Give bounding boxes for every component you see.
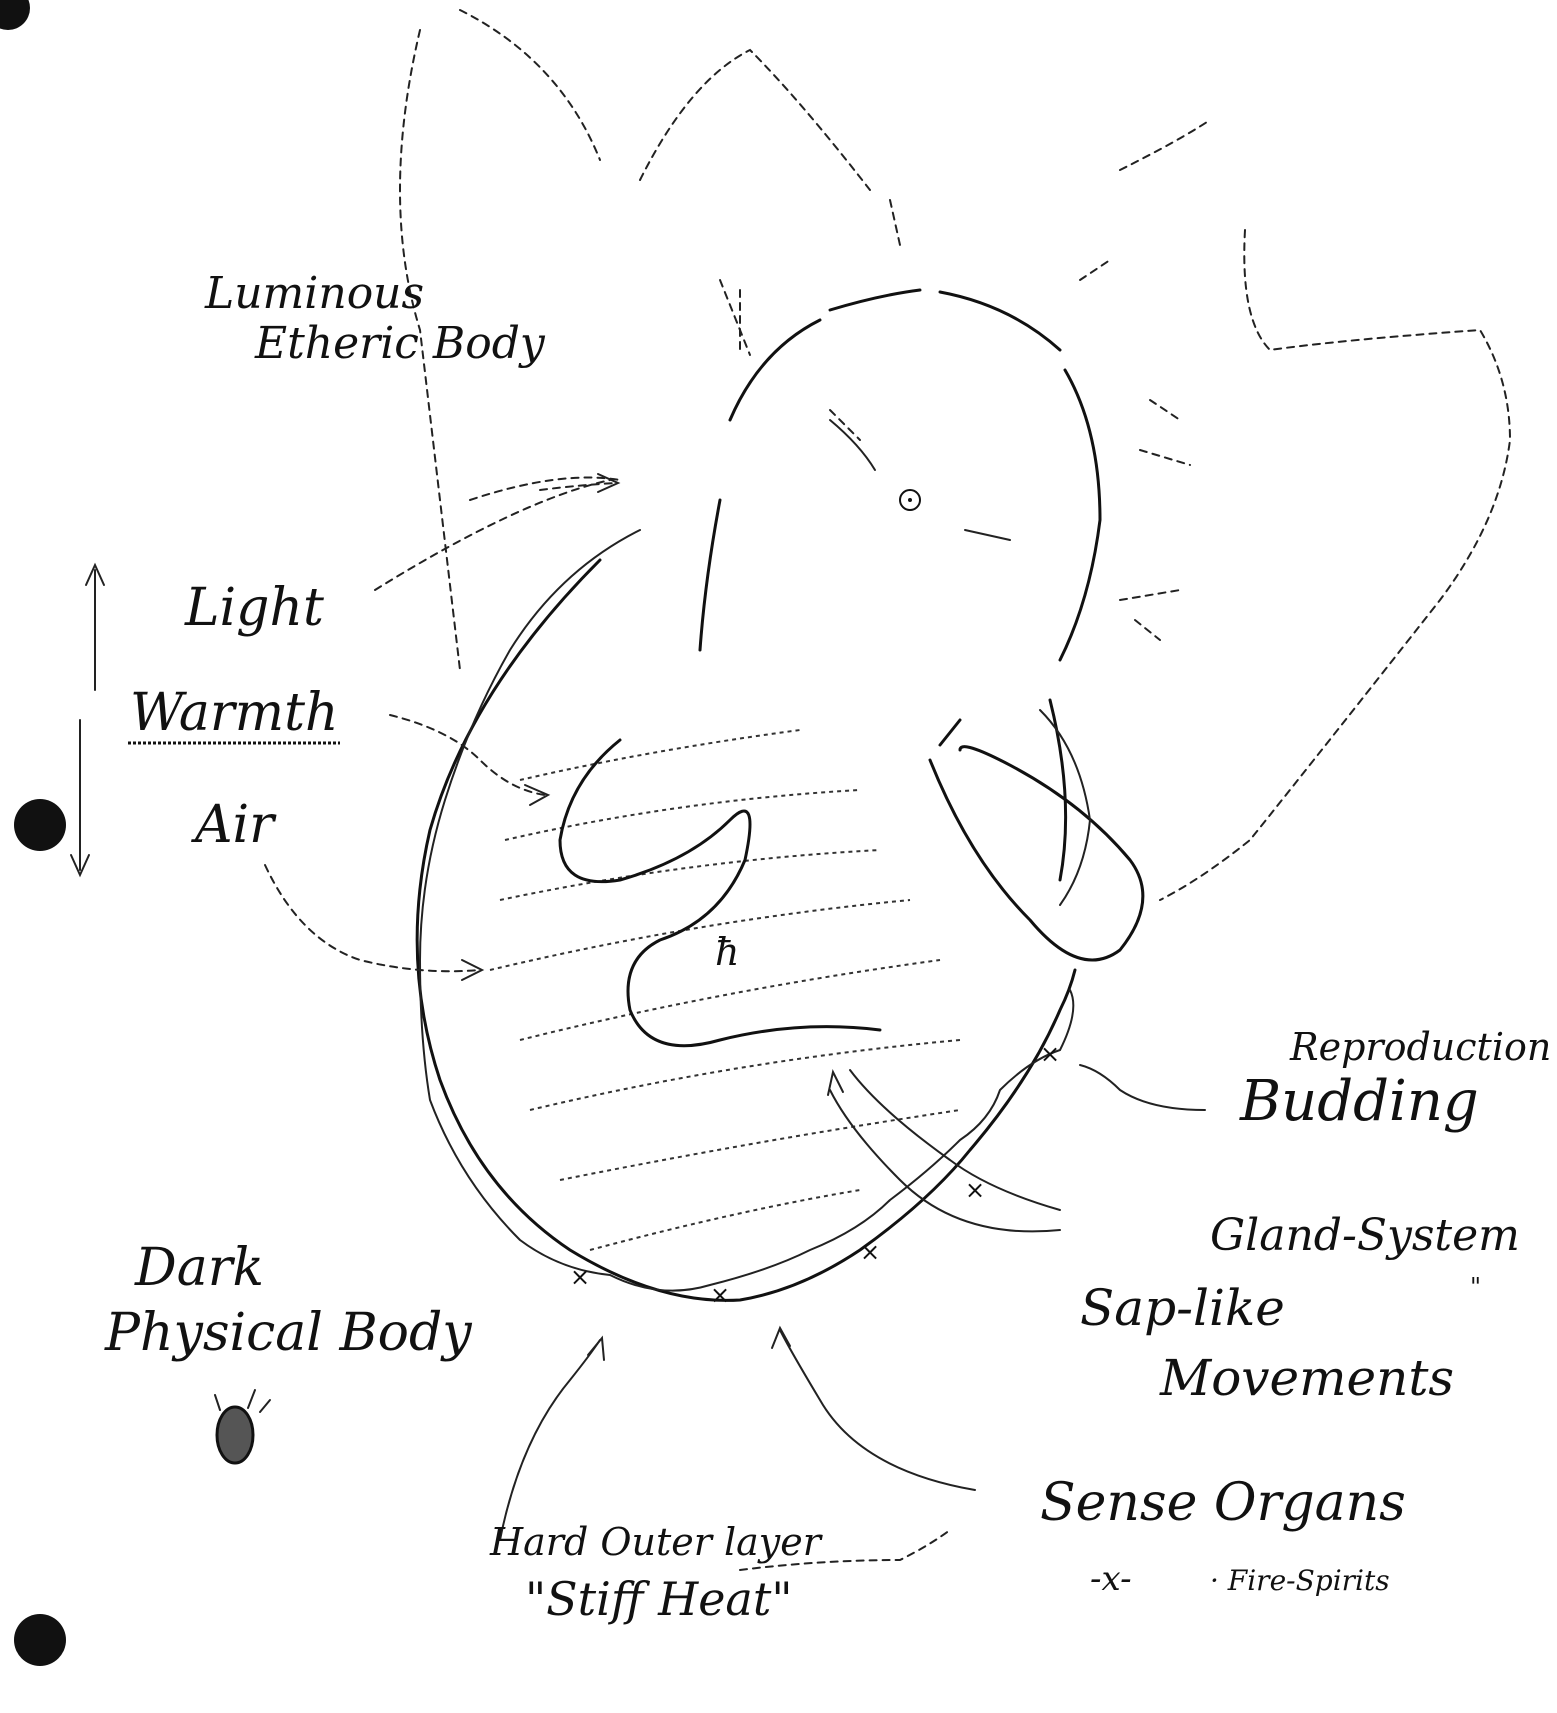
svg-text:×: ×	[570, 1263, 590, 1291]
label-stiff-heat: "Stiff Heat"	[525, 1572, 793, 1626]
label-luminous: Luminous	[204, 268, 424, 319]
sense-arrow	[780, 1330, 975, 1490]
binder-hole-bottom	[14, 1614, 66, 1666]
label-ditto: "	[1470, 1273, 1481, 1301]
saturn-symbol: ħ	[715, 930, 739, 974]
upper-body-outline	[700, 290, 1143, 960]
label-warmth: Warmth	[130, 683, 338, 743]
label-reproduction: Reproduction	[1289, 1025, 1551, 1069]
label-hard-outer-layer: Hard Outer layer	[489, 1520, 824, 1564]
hatching	[490, 730, 960, 1250]
label-sap-like: Sap-like	[1080, 1279, 1285, 1337]
label-budding: Budding	[1239, 1069, 1479, 1134]
budding-arrow	[1080, 1065, 1205, 1110]
label-sense-organs: Sense Organs	[1040, 1473, 1406, 1533]
air-arrow	[265, 865, 480, 971]
sense-organ-marks: × × × × ×	[570, 1040, 1060, 1309]
warmth-arrow	[390, 715, 545, 795]
svg-text:×: ×	[710, 1281, 730, 1309]
binder-holes	[0, 0, 66, 1666]
dark-body-sketch	[215, 1390, 270, 1463]
label-fire-spirits: · Fire-Spirits	[1210, 1564, 1390, 1597]
label-gland-system: Gland-System	[1210, 1210, 1520, 1261]
label-air: Air	[191, 795, 277, 855]
label-sense-marker: -x-	[1090, 1559, 1132, 1599]
sap-arrow-2	[830, 1090, 1060, 1231]
serpentine-line: ħ	[560, 740, 880, 1046]
physical-body-outline	[417, 530, 1090, 1300]
sap-arrow-1	[850, 1070, 1060, 1210]
etheric-body-outline	[375, 10, 1510, 900]
outer-layer-arrow	[500, 1340, 600, 1540]
label-dark: Dark	[134, 1238, 264, 1298]
svg-text:×: ×	[1040, 1040, 1060, 1068]
label-movements: Movements	[1159, 1349, 1454, 1407]
label-light: Light	[184, 578, 324, 638]
binder-hole-top	[0, 0, 30, 30]
binder-hole-middle	[14, 799, 66, 851]
svg-text:×: ×	[860, 1238, 880, 1266]
labels: Luminous Etheric Body Light Warmth Air D…	[104, 268, 1551, 1626]
label-physical-body: Physical Body	[104, 1303, 472, 1363]
label-etheric-body: Etheric Body	[254, 318, 546, 369]
arrows	[71, 474, 1205, 1570]
